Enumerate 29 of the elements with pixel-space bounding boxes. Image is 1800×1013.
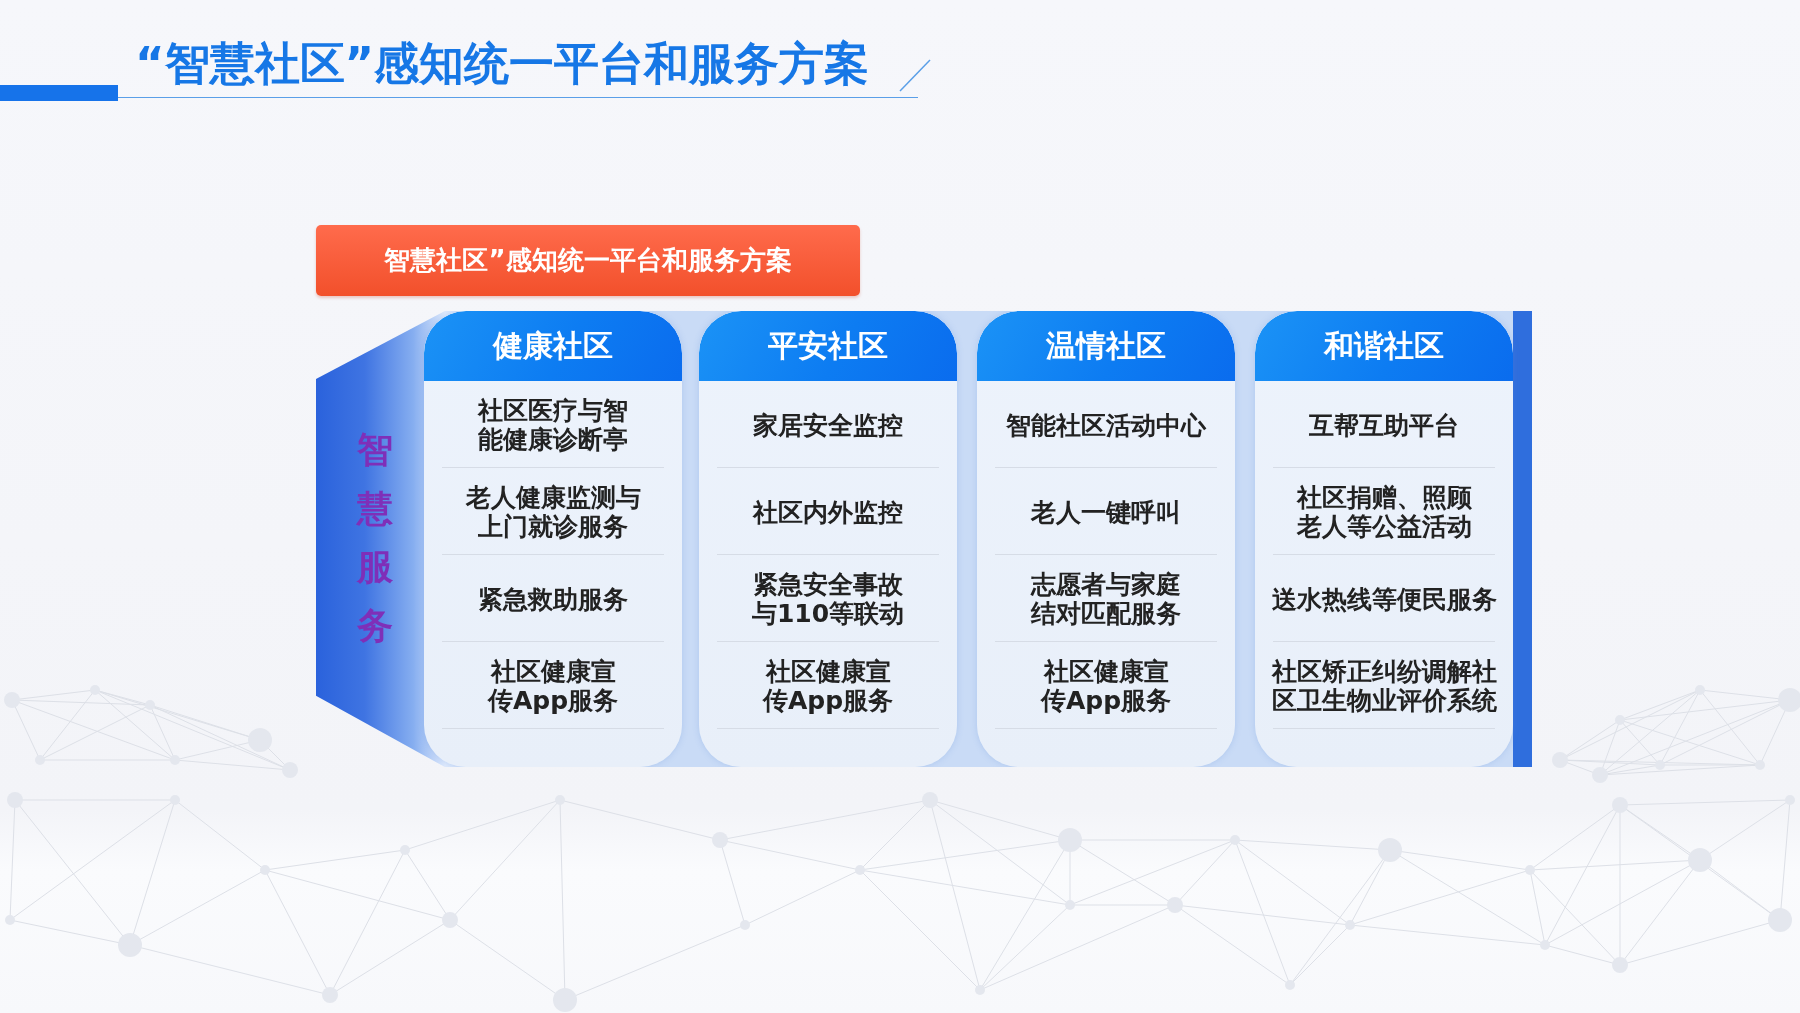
category-header: 温情社区 — [977, 311, 1235, 381]
service-item: 紧急安全事故与110等联动 — [750, 570, 906, 628]
service-panel — [316, 311, 1532, 767]
service-item: 社区健康宣传App服务 — [761, 657, 895, 715]
service-item: 互帮互助平台 — [1308, 410, 1460, 440]
service-item: 老人一键呼叫 — [1030, 497, 1182, 527]
category-header: 平安社区 — [699, 311, 957, 381]
category-header: 和谐社区 — [1255, 311, 1513, 381]
service-item: 社区健康宣传App服务 — [486, 657, 620, 715]
service-item: 社区捐赠、照顾老人等公益活动 — [1295, 483, 1473, 541]
service-item: 紧急救助服务 — [477, 584, 629, 614]
title-banner — [316, 225, 860, 296]
category-card — [699, 311, 957, 767]
service-item: 社区内外监控 — [751, 497, 904, 527]
slide-title: “智慧社区”感知统一平台和服务方案 — [135, 36, 870, 92]
banner-title: 智慧社区”感知统一平台和服务方案 — [384, 244, 792, 277]
category-card — [977, 311, 1235, 767]
service-item: 社区健康宣传App服务 — [1039, 657, 1173, 715]
service-item: 送水热线等便民服务 — [1270, 584, 1498, 614]
service-item: 社区医疗与智能健康诊断亭 — [476, 396, 629, 454]
category-header: 健康社区 — [424, 311, 682, 381]
service-item: 志愿者与家庭结对匹配服务 — [1029, 570, 1182, 628]
category-card — [1255, 311, 1513, 767]
vertical-panel-title: 智慧服务 — [355, 428, 394, 648]
category-card — [424, 311, 682, 767]
service-item: 家居安全监控 — [752, 410, 904, 440]
service-item: 老人健康监测与上门就诊服务 — [464, 483, 642, 541]
service-item: 社区矫正纠纷调解社区卫生物业评价系统 — [1270, 657, 1498, 715]
service-item: 智能社区活动中心 — [1005, 410, 1207, 440]
